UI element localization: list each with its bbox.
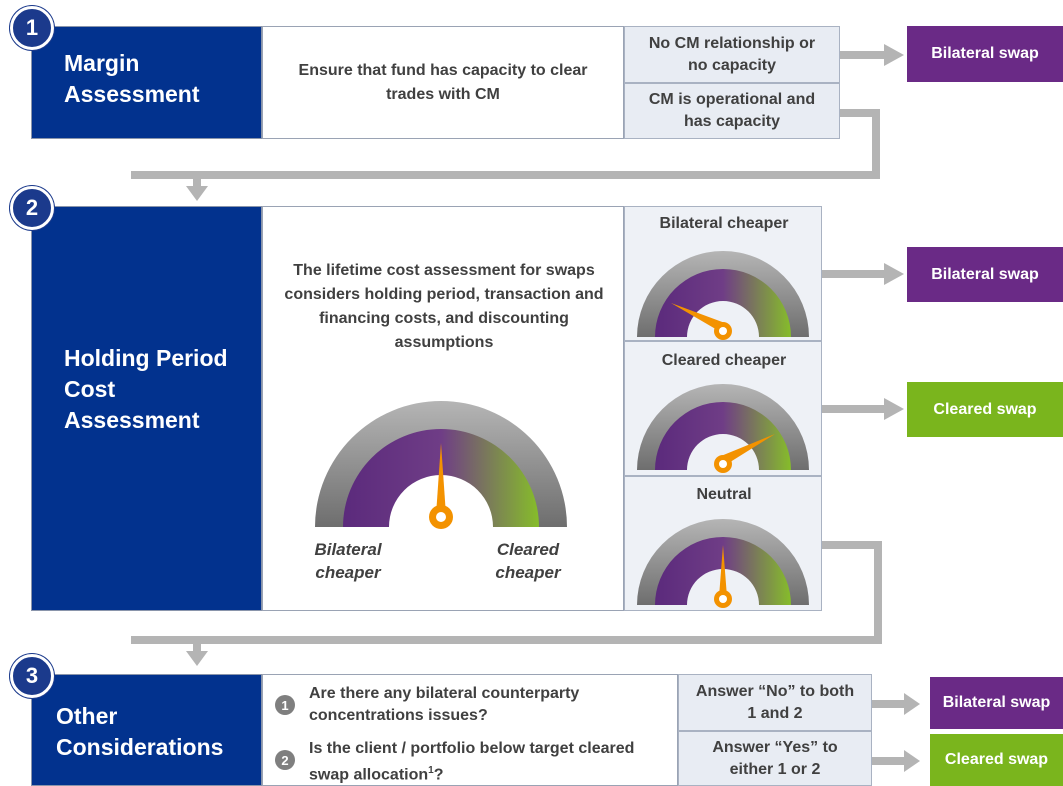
outcome-cleared-cheaper: Cleared cheaper [624,341,822,476]
gauge-right-caption: Cleared cheaper [495,540,561,582]
answer-yes-text: Answer “Yes” to either 1 or 2 [712,738,838,778]
questions-panel: 1 Are there any bilateral counterparty c… [262,674,678,786]
outcome-bilateral-cheaper-label: Bilateral cheaper [659,215,789,232]
question-2-badge: 2 [275,750,295,770]
outcome-neutral: Neutral [624,476,822,611]
gauge-bilateral-cheaper [637,251,809,340]
option-no-text: No CM relationship or no capacity [648,34,816,74]
cost-description-text: The lifetime cost assessment for swaps c… [284,262,604,351]
result-bilateral-swap-2: Bilateral swap [907,247,1063,302]
outcome-cleared-cheaper-label: Cleared cheaper [661,352,787,369]
option-no-cm-relationship: No CM relationship or no capacity [624,26,840,83]
margin-description-text: Ensure that fund has capacity to clear t… [298,61,588,103]
question-1-text: Are there any bilateral counterparty con… [309,685,580,724]
step-1-badge: 1 [10,6,54,50]
answer-no: Answer “No” to both 1 and 2 [678,674,872,731]
result-bilateral-swap-3: Bilateral swap [930,677,1063,729]
cost-assessment-panel: The lifetime cost assessment for swaps c… [262,206,624,611]
step-2-title: Holding Period Cost Assessment [64,345,228,433]
answer-yes: Answer “Yes” to either 1 or 2 [678,731,872,786]
question-2-text: Is the client / portfolio below target c… [309,738,669,786]
step-3-title: Other Considerations [56,703,224,760]
step-1-title: Margin Assessment [64,50,200,107]
step-2-badge: 2 [10,186,54,230]
other-considerations-label: Other Considerations [31,674,262,786]
step-3-badge: 3 [10,654,54,698]
outcome-neutral-label: Neutral [696,486,752,503]
answer-no-text: Answer “No” to both 1 and 2 [695,682,855,722]
margin-assessment-label: Margin Assessment [31,26,262,139]
margin-description: Ensure that fund has capacity to clear t… [262,26,624,139]
result-bilateral-swap-1: Bilateral swap [907,26,1063,82]
gauge-left-caption: Bilateral cheaper [314,540,382,582]
outcome-bilateral-cheaper: Bilateral cheaper [624,206,822,341]
question-2-main: Is the client / portfolio below target c… [309,740,635,784]
cost-description: The lifetime cost assessment for swaps c… [279,257,609,357]
gauge-neutral [637,519,809,608]
question-2-suffix: ? [433,766,444,784]
question-2-footnote: 1 [428,765,434,776]
option-cm-operational: CM is operational and has capacity [624,83,840,139]
result-cleared-swap-3: Cleared swap [930,734,1063,786]
option-yes-text: CM is operational and has capacity [648,91,816,130]
question-1-badge: 1 [275,695,295,715]
gauge-cleared-cheaper [637,384,809,473]
main-gauge [315,401,567,529]
result-cleared-swap-2: Cleared swap [907,382,1063,437]
holding-period-label: Holding Period Cost Assessment [31,206,262,611]
